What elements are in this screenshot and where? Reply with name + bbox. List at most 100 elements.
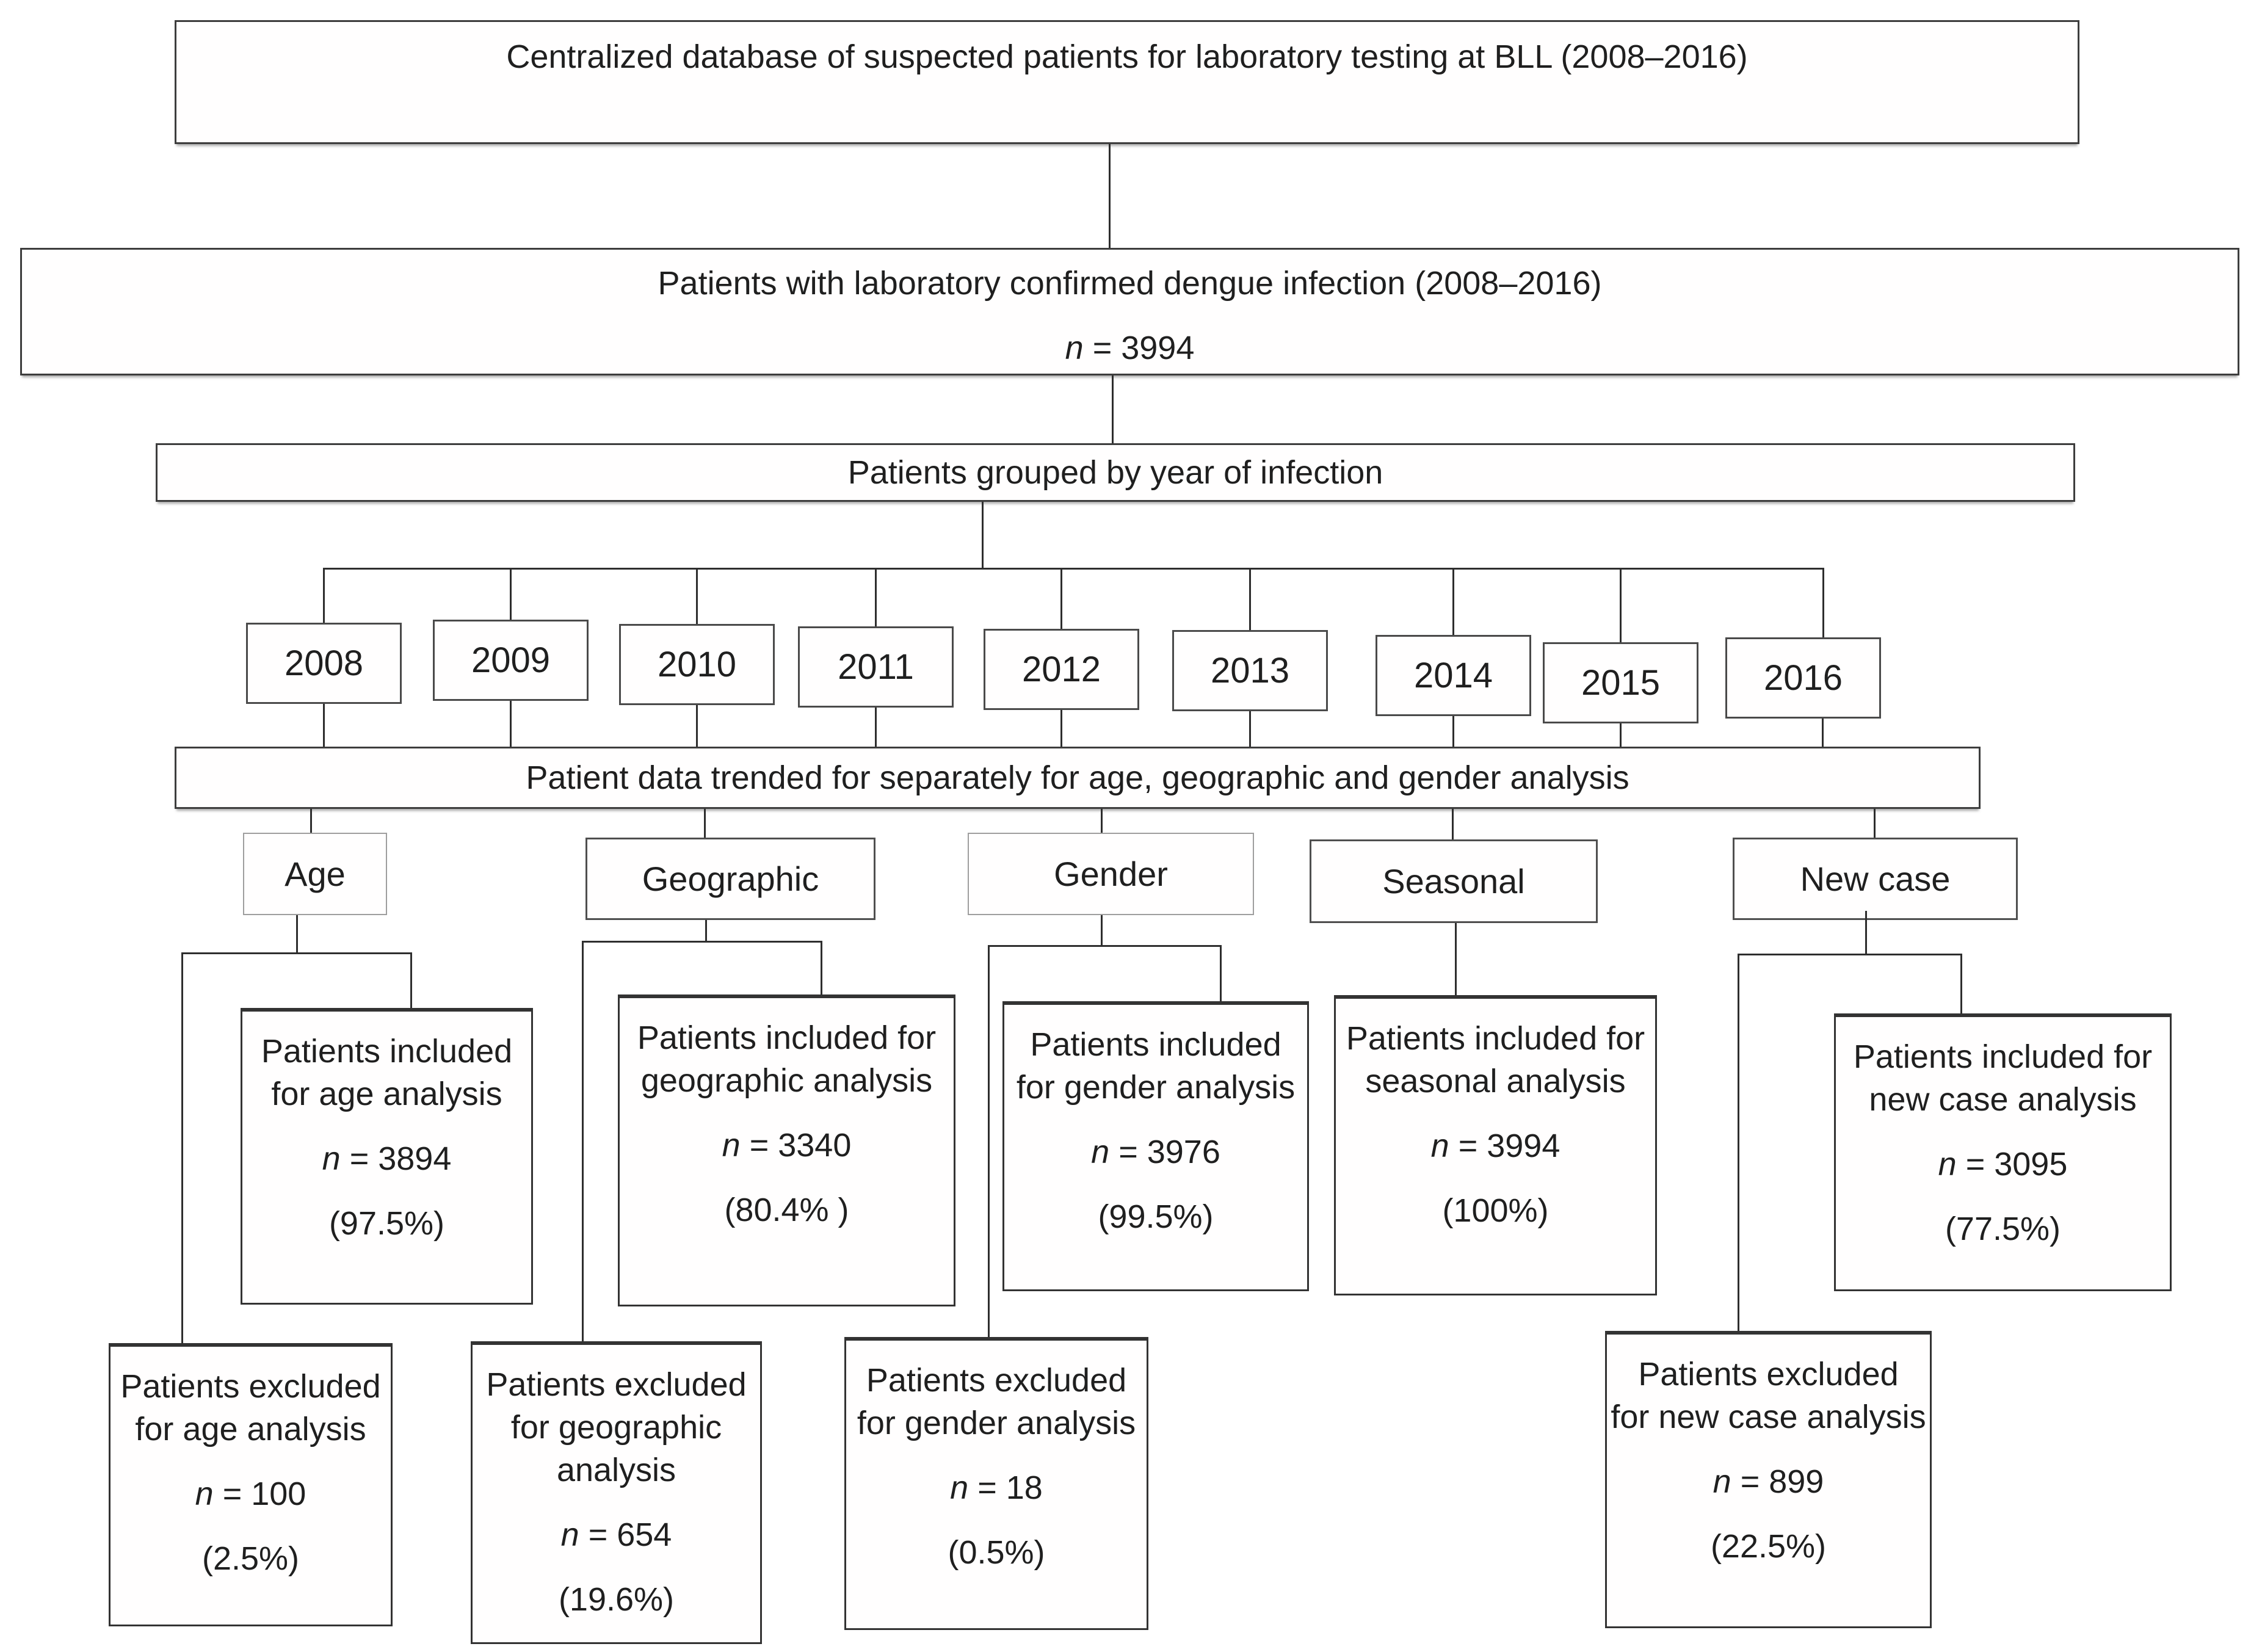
included-seasonal-box: Patients included for seasonal analysis …: [1334, 995, 1657, 1295]
included-title-line: Patients included: [1030, 1026, 1281, 1063]
included-title-line: Patients included for: [1346, 1020, 1645, 1057]
grouped-box: Patients grouped by year of infection: [156, 443, 2075, 502]
year-stub-top: [510, 568, 512, 620]
included-n-value: n = 3994: [1336, 1125, 1655, 1167]
geographic-included-leg: [821, 941, 822, 994]
connector-top-1: [1109, 144, 1111, 248]
trended-box: Patient data trended for separately for …: [175, 747, 1981, 809]
category-box-seasonal: Seasonal: [1310, 839, 1598, 923]
category-box-age: Age: [243, 833, 387, 915]
year-stub-top: [1452, 568, 1454, 635]
year-stub-bottom: [1822, 719, 1824, 747]
year-stub-top: [1060, 568, 1062, 629]
included-percentage: (100%): [1442, 1192, 1549, 1229]
n-count: = 3994: [1458, 1128, 1560, 1164]
n-symbol: n: [1065, 330, 1084, 366]
included-n-value: n = 3894: [242, 1137, 531, 1180]
confirmed-label: Patients with laboratory confirmed dengu…: [658, 265, 1602, 302]
included-title-line: seasonal analysis: [1365, 1063, 1626, 1100]
gender-included-leg: [1220, 945, 1222, 1001]
included-title-line: new case analysis: [1869, 1081, 2137, 1118]
category-label: Seasonal: [1382, 862, 1525, 900]
n-symbol: n: [722, 1127, 741, 1164]
category-drop-gender: [1101, 809, 1103, 833]
year-label: 2014: [1413, 656, 1493, 695]
included-percentage: (99.5%): [1098, 1198, 1214, 1235]
excluded-title-line: for age analysis: [135, 1411, 366, 1447]
year-label: 2008: [284, 643, 364, 683]
year-box-2014: 2014: [1376, 635, 1531, 716]
year-label: 2015: [1581, 663, 1661, 703]
year-stub-bottom: [1060, 710, 1062, 747]
year-label: 2010: [657, 645, 737, 684]
year-box-2012: 2012: [984, 629, 1139, 710]
year-label: 2011: [838, 647, 914, 687]
excluded-n-value: n = 18: [846, 1466, 1147, 1509]
connector-top-2: [1112, 375, 1114, 443]
year-stub-top: [875, 568, 877, 626]
n-symbol: n: [1091, 1134, 1110, 1170]
n-symbol: n: [950, 1469, 969, 1506]
geographic-split-rail: [582, 941, 822, 943]
year-stub-bottom: [696, 705, 698, 747]
n-count: = 3994: [1092, 330, 1195, 366]
category-label: Age: [285, 855, 346, 893]
confirmed-n-value: n = 3994: [22, 327, 2238, 369]
n-symbol: n: [1713, 1463, 1731, 1500]
excluded-title-line: Patients excluded: [486, 1366, 747, 1403]
n-count: = 100: [222, 1476, 306, 1512]
year-stub-top: [1249, 568, 1251, 630]
category-drop-new-case: [1874, 809, 1876, 838]
n-count: = 654: [588, 1516, 672, 1553]
year-box-2011: 2011: [798, 626, 954, 708]
category-box-geographic: Geographic: [585, 838, 875, 920]
confirmed-box: Patients with laboratory confirmed dengu…: [20, 248, 2239, 375]
year-rail: [324, 568, 1824, 570]
age-split-rail: [181, 952, 411, 954]
excluded-percentage: (2.5%): [201, 1540, 300, 1577]
seasonal-stem: [1455, 923, 1457, 995]
included-geographic-box: Patients included for geographic analysi…: [618, 994, 955, 1306]
n-count: = 899: [1740, 1463, 1824, 1500]
gender-excluded-leg: [988, 945, 990, 1337]
year-stub-bottom: [1620, 723, 1622, 747]
gender-split-rail: [988, 945, 1221, 947]
excluded-age-box: Patients excluded for age analysis n = 1…: [109, 1343, 393, 1626]
geographic-split-stem: [705, 920, 707, 941]
n-symbol: n: [560, 1516, 579, 1553]
excluded-n-value: n = 654: [473, 1513, 760, 1556]
year-stub-bottom: [1249, 711, 1251, 747]
excluded-title-line: for new case analysis: [1611, 1399, 1926, 1435]
included-percentage: (80.4% ): [724, 1192, 849, 1228]
age-split-stem: [296, 915, 298, 952]
included-title-line: for gender analysis: [1016, 1069, 1296, 1106]
n-count: = 18: [977, 1469, 1043, 1506]
excluded-n-value: n = 899: [1607, 1460, 1930, 1503]
n-symbol: n: [1430, 1128, 1449, 1164]
excluded-title-line: Patients excluded: [120, 1368, 381, 1405]
geographic-excluded-leg: [582, 941, 584, 1341]
category-drop-geographic: [704, 809, 706, 838]
year-label: 2009: [471, 640, 551, 680]
n-count: = 3340: [749, 1127, 852, 1164]
included-title-line: Patients included for: [637, 1020, 937, 1056]
category-label: New case: [1800, 860, 1951, 898]
year-stub-bottom: [510, 701, 512, 747]
excluded-title-line: Patients excluded: [866, 1362, 1127, 1399]
year-label: 2016: [1763, 658, 1843, 698]
included-percentage: (97.5%): [328, 1205, 445, 1242]
n-symbol: n: [322, 1140, 341, 1177]
excluded-title-line: for geographic: [510, 1409, 722, 1446]
category-box-gender: Gender: [968, 833, 1254, 915]
included-gender-box: Patients included for gender analysis n …: [1002, 1001, 1309, 1291]
grouped-label: Patients grouped by year of infection: [847, 454, 1383, 491]
year-stub-bottom: [875, 708, 877, 747]
included-age-box: Patients included for age analysis n = 3…: [241, 1008, 533, 1305]
included-n-value: n = 3095: [1836, 1143, 2170, 1186]
year-box-2008: 2008: [246, 623, 402, 704]
included-title-line: Patients included: [261, 1033, 513, 1070]
age-included-leg: [410, 952, 412, 1008]
new-case-split-rail: [1738, 954, 1962, 955]
year-label: 2013: [1210, 651, 1290, 690]
